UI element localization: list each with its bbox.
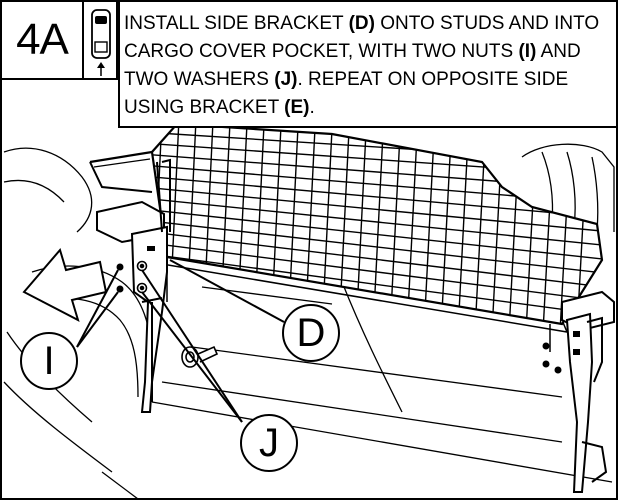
instruction-text: INSTALL SIDE BRACKET (D) ONTO STUDS AND … — [124, 10, 608, 122]
callout-leaders — [76, 259, 285, 423]
callout-j: J — [240, 414, 298, 472]
instruction-part: . — [309, 97, 315, 118]
instruction-part-reference: (D) — [348, 13, 375, 34]
washers-j — [136, 260, 148, 294]
side-bracket-d — [96, 158, 171, 413]
instruction-box: INSTALL SIDE BRACKET (D) ONTO STUDS AND … — [118, 2, 616, 128]
nuts-i — [116, 263, 124, 293]
instruction-part: . REPEAT ON OPPOSITE SIDE USING BRACKET — [124, 69, 569, 118]
callout-d-label: D — [296, 310, 326, 355]
callout-j-label: J — [259, 420, 279, 465]
step-number: 4A — [16, 15, 69, 64]
instruction-part: AND TWO WASHERS — [124, 41, 581, 90]
instruction-part-reference: (J) — [274, 69, 298, 90]
step-number-box: 4A — [2, 2, 84, 80]
bracket-fitting — [181, 345, 219, 368]
instruction-part: ONTO STUDS AND INTO CARGO COVER POCKET, … — [124, 13, 600, 62]
vehicle-top-view-icon — [91, 9, 111, 76]
cargo-barrier-grid — [89, 122, 604, 326]
vehicle-view-icon-box — [84, 2, 118, 80]
instruction-part-reference: (I) — [518, 41, 537, 62]
install-direction-arrow — [22, 247, 108, 322]
instruction-part: INSTALL SIDE BRACKET — [124, 13, 349, 34]
side-bracket-e — [542, 290, 615, 493]
instruction-part-reference: (E) — [284, 97, 310, 118]
callout-i: I — [20, 332, 78, 390]
callout-d: D — [282, 304, 340, 362]
callout-i-label: I — [43, 338, 55, 383]
